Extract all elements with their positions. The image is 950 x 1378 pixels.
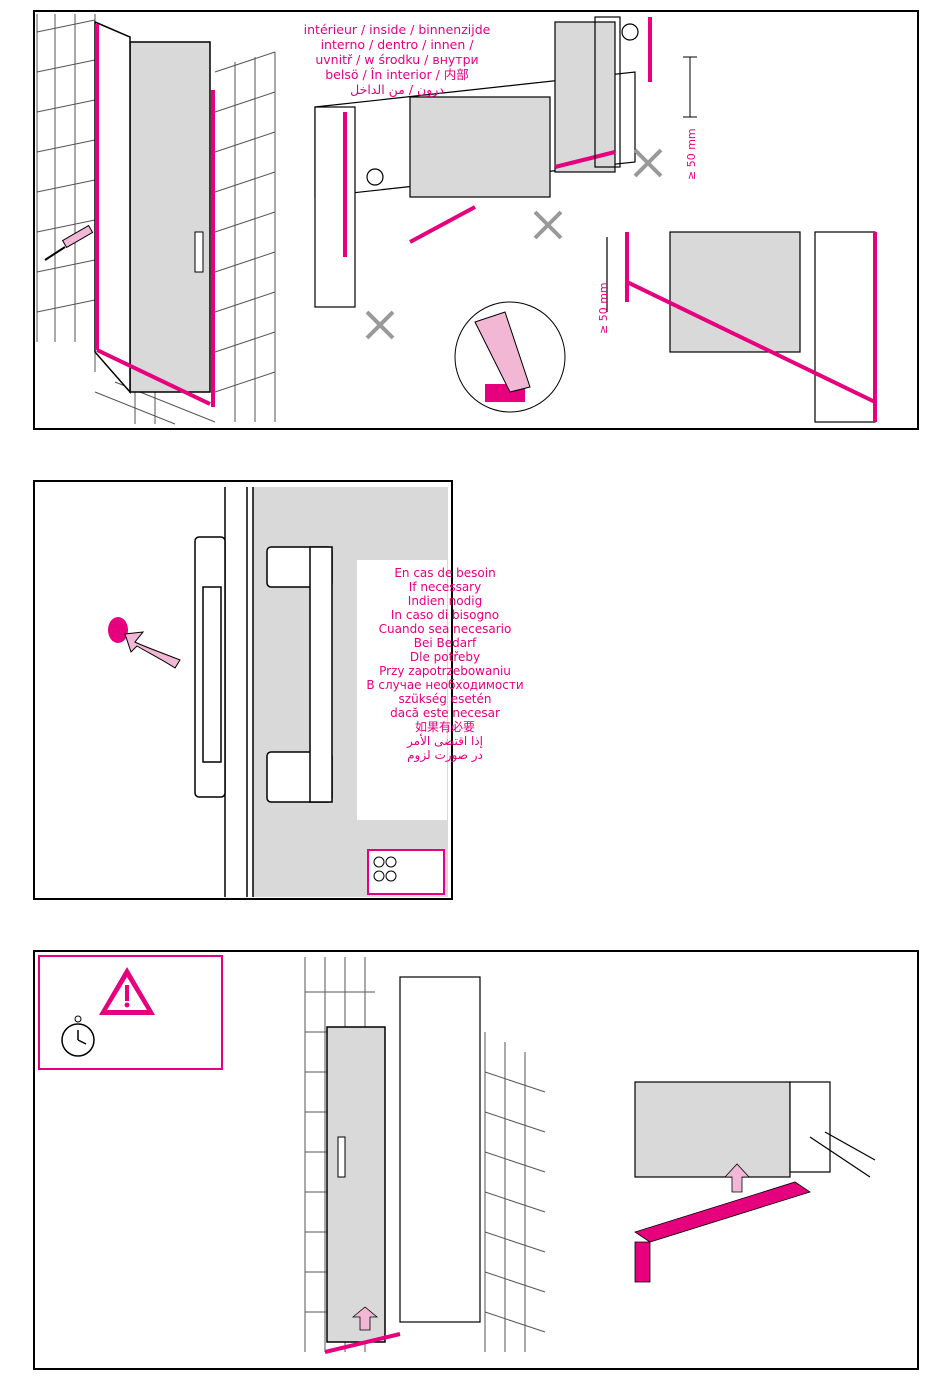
inside-label-line: interno / dentro / innen / <box>320 37 474 52</box>
detail-circle-sealing <box>454 301 566 413</box>
shower-door <box>94 20 215 407</box>
inside-label-line: intérieur / inside / binnenzijde <box>303 22 491 37</box>
if-necessary-block: En cas de besoin If necessary Indien nod… <box>355 566 535 762</box>
spare-parts-box <box>367 849 445 895</box>
step-panel-handle-cap: En cas de besoin If necessary Indien nod… <box>33 480 524 900</box>
bottom-right-corner <box>606 231 877 423</box>
inside-label-line: درون / من الداخل <box>350 82 444 97</box>
if-necessary-line: szükség esetén <box>398 692 492 706</box>
forbidden-cross-icon <box>365 148 663 340</box>
shower-door <box>324 976 481 1354</box>
arrow-icon <box>124 631 181 669</box>
if-necessary-line: If necessary <box>408 580 482 594</box>
seal-detail <box>634 1081 876 1283</box>
inside-label-block: intérieur / inside / binnenzijde interno… <box>297 22 497 97</box>
shower-tray-scene <box>314 16 652 308</box>
if-necessary-line: En cas de besoin <box>394 566 496 580</box>
inside-label-line: belsö / În interior / 内部 <box>325 67 469 82</box>
if-necessary-line: В случае необходимости <box>366 678 524 692</box>
step-panel-seal-profile <box>33 950 919 1370</box>
handle-cap-illustration <box>108 487 448 897</box>
door-handle <box>194 536 333 803</box>
if-necessary-line: Bei Bedarf <box>413 636 477 650</box>
if-necessary-line: In caso di bisogno <box>390 608 500 622</box>
tile-wall <box>304 957 546 1352</box>
if-necessary-line: Dle potřeby <box>409 650 481 664</box>
if-necessary-line: 如果有必要 <box>414 720 475 734</box>
dimension-label-right: ≥ 50 mm <box>685 128 698 180</box>
cap-icon <box>108 617 128 643</box>
warning-triangle-icon <box>61 967 155 1057</box>
dimension-label-left: ≥ 50 mm <box>597 282 610 334</box>
step-panel-wall-mounting: intérieur / inside / binnenzijde interno… <box>33 10 919 430</box>
if-necessary-line: در صورت لزوم <box>407 748 483 762</box>
inside-label-line: uvnitř / w środku / внутри <box>315 52 479 67</box>
if-necessary-line: Indien nodig <box>407 594 483 608</box>
if-necessary-line: dacă este necesar <box>390 706 500 720</box>
dimension-line-right <box>683 56 697 118</box>
if-necessary-line: Przy zapotrzebowaniu <box>379 664 511 678</box>
warning-box <box>38 955 223 1070</box>
if-necessary-line: إذا اقتضى الأمر <box>407 734 483 748</box>
if-necessary-line: Cuando sea necesario <box>378 622 512 636</box>
wall-mounting-illustration <box>36 14 877 425</box>
stopwatch-icon <box>61 1015 95 1057</box>
screw-plug-icon <box>44 224 94 261</box>
